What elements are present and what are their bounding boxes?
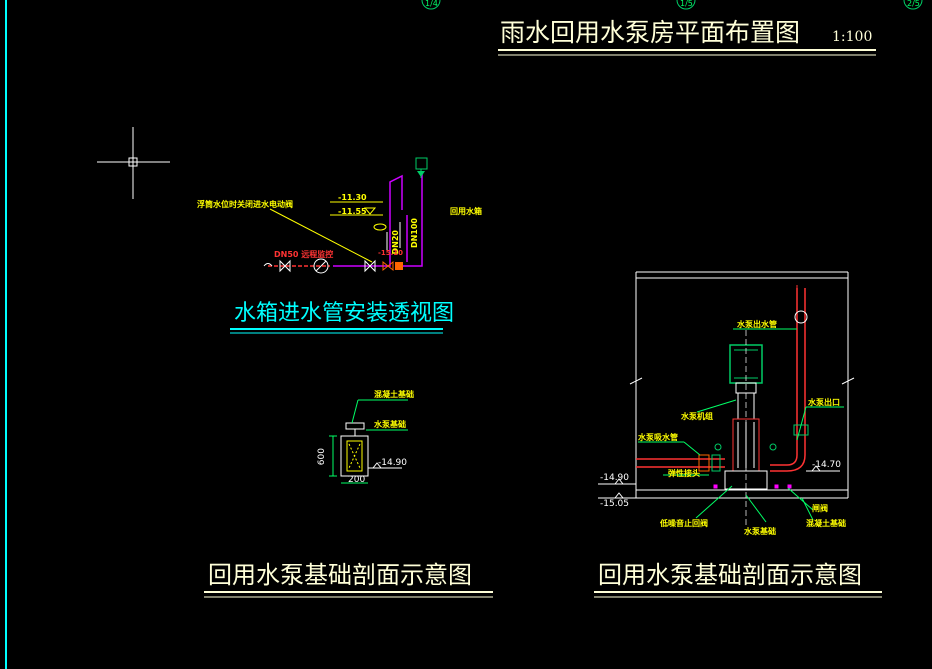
sheet-marker-circles: [421, 0, 923, 10]
pump-inlet-pipe-label: 水泵吸水管: [638, 433, 678, 442]
pump-elevation-left-1: -14.90: [600, 473, 630, 483]
pump-outlet-pipe-label: 水泵出水管: [737, 320, 777, 329]
small-section-elevation: -14.90: [378, 458, 408, 468]
sheet-marker-3: 2/5: [907, 0, 920, 8]
small-section-height: 600: [317, 448, 327, 466]
pump-elevation-left-2: -15.05: [600, 499, 630, 509]
crosshair-cursor: [97, 127, 170, 199]
iso-elevation-2: -11.55: [338, 207, 367, 216]
iso-tank-label: 回用水箱: [450, 207, 482, 216]
iso-red-elev: -15.10: [378, 249, 404, 257]
pump-callout-5: 混凝土基础: [806, 519, 846, 528]
pump-callout-4: 闸阀: [812, 504, 828, 513]
pump-callout-3: 水泵基础: [744, 527, 776, 536]
iso-elevation-1: -11.30: [338, 193, 367, 202]
pump-callout-2: 低噪音止回阀: [660, 519, 708, 528]
pump-room-section: [598, 271, 855, 525]
sheet-marker-2: 1/5: [680, 0, 693, 8]
foundation-title-right: 回用水泵基础剖面示意图: [598, 561, 862, 589]
small-section-width: 200: [348, 475, 366, 485]
iso-red-label: DN50 远程监控: [274, 250, 334, 259]
sheet-marker-1: 1/4: [425, 0, 438, 8]
pump-motor-label: 水泵机组: [681, 412, 713, 421]
pump-outlet-label: 水泵出口: [808, 398, 840, 407]
iso-title: 水箱进水管安装透视图: [234, 301, 455, 326]
main-title: 雨水回用水泵房平面布置图: [500, 18, 801, 47]
main-title-scale: 1:100: [832, 29, 873, 45]
small-section-callout-2: 水泵基础: [374, 420, 406, 429]
pump-elevation-right: -14.70: [812, 460, 842, 470]
small-foundation-section: [329, 399, 408, 484]
iso-title-underline: [230, 328, 443, 334]
title-underlines: [204, 49, 882, 598]
iso-callout: 浮筒水位时关闭进水电动阀: [197, 200, 293, 209]
iso-piping-diagram: [263, 157, 428, 274]
foundation-title-left: 回用水泵基础剖面示意图: [208, 561, 472, 589]
small-section-callout-1: 混凝土基础: [374, 390, 414, 399]
iso-pipe-size-2: DN100: [410, 218, 419, 249]
pump-callout-1: 弹性接头: [668, 469, 700, 478]
